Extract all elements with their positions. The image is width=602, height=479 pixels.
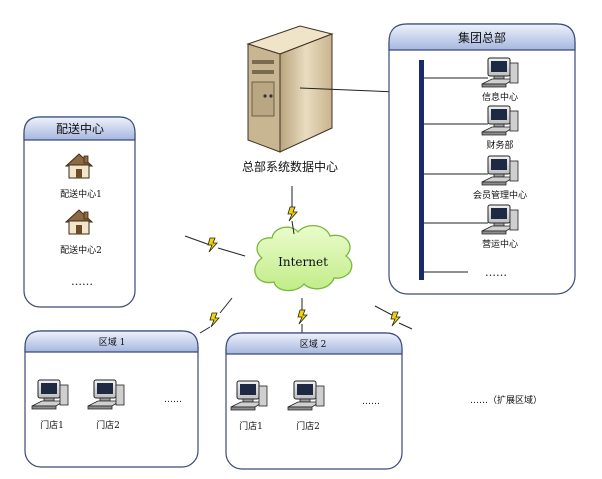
store-label: 门店2 bbox=[296, 420, 320, 432]
datacenter-server-icon bbox=[246, 25, 334, 153]
distribution-title: 配送中心 bbox=[56, 121, 104, 136]
hq-dept-label: 营运中心 bbox=[482, 238, 518, 250]
hq-panel: 集团总部 bbox=[388, 23, 576, 295]
wireless-link-icon bbox=[374, 305, 413, 330]
wireless-link-icon bbox=[199, 297, 233, 334]
wireless-link-icon bbox=[184, 235, 246, 257]
internet-label: Internet bbox=[278, 255, 328, 269]
distribution-center-label: 配送中心2 bbox=[60, 244, 102, 256]
region1-panel: 区域 1 bbox=[24, 330, 199, 468]
region2-more-ellipsis: …… bbox=[362, 397, 380, 407]
hq-dept-label: 会员管理中心 bbox=[473, 189, 527, 201]
internet-cloud-icon bbox=[254, 225, 353, 292]
distribution-center-label: 配送中心1 bbox=[60, 188, 102, 200]
distribution-more-ellipsis: …… bbox=[71, 275, 93, 288]
region1-title: 区域 1 bbox=[99, 336, 126, 348]
hq-title: 集团总部 bbox=[458, 30, 506, 45]
region2-title: 区域 2 bbox=[300, 338, 327, 350]
wireless-link-icon bbox=[287, 186, 298, 235]
region1-more-ellipsis: …… bbox=[164, 395, 182, 405]
store-label: 门店1 bbox=[40, 419, 64, 431]
hq-more-ellipsis: …… bbox=[485, 266, 507, 279]
store-label: 门店2 bbox=[96, 419, 120, 431]
datacenter-label: 总部系统数据中心 bbox=[242, 159, 338, 174]
store-label: 门店1 bbox=[239, 420, 263, 432]
extension-region-label: ……（扩展区域） bbox=[470, 394, 542, 406]
wireless-link-icon bbox=[297, 298, 308, 334]
hq-dept-label: 财务部 bbox=[486, 139, 513, 151]
hq-dept-label: 信息中心 bbox=[482, 91, 518, 103]
region2-panel: 区域 2 bbox=[225, 332, 403, 470]
hq-backbone bbox=[419, 60, 424, 280]
